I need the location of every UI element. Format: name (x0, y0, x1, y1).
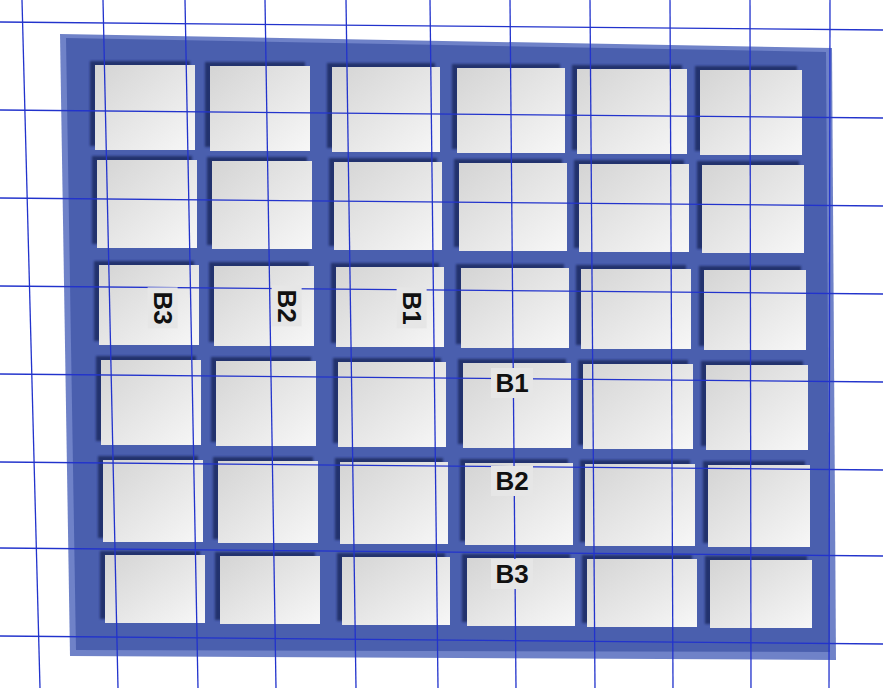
pane-label: B2 (272, 285, 302, 326)
pane-label: B3 (148, 287, 178, 328)
pane-label: B2 (491, 466, 532, 496)
panes (95, 65, 812, 628)
pane-label: B1 (397, 287, 427, 328)
pane-label: B3 (491, 559, 532, 589)
frame-edge (60, 34, 836, 660)
pane-label: B1 (491, 368, 532, 398)
frame (66, 38, 830, 652)
